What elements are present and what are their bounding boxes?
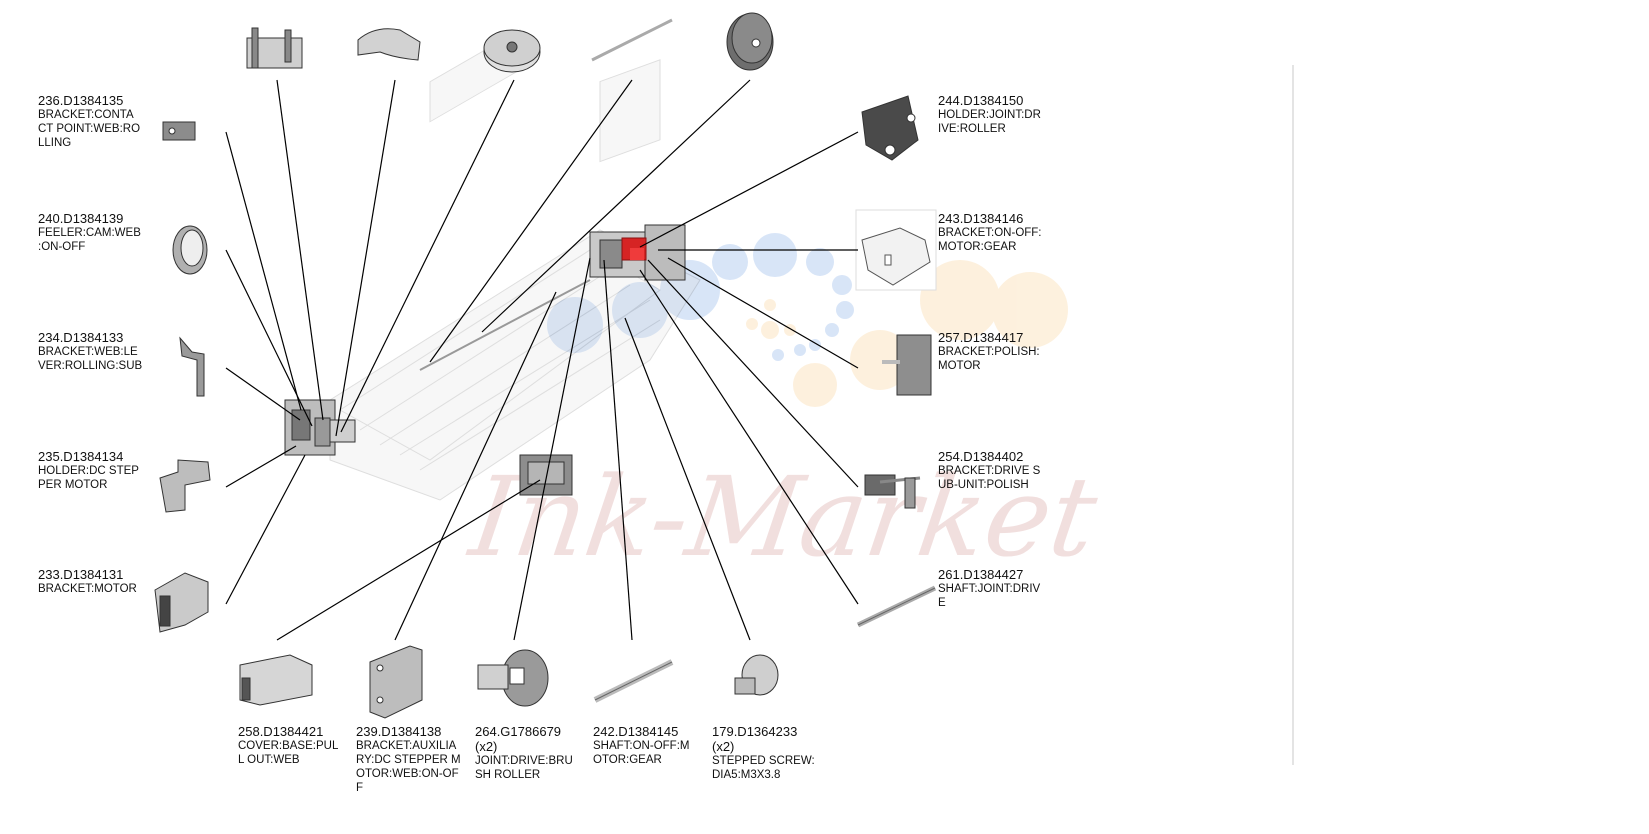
- left-part-icons: [154, 121, 211, 633]
- part-label-244: 244.D1384150 HOLDER:JOINT:DR IVE:ROLLER: [938, 93, 1053, 136]
- part-icon-top-5: [726, 12, 774, 71]
- part-code: 235.D1384134: [38, 449, 124, 464]
- right-part-icons: [855, 95, 937, 628]
- part-code: 179.D1364233: [712, 724, 798, 739]
- part-label-261: 261.D1384427 SHAFT:JOINT:DRIV E: [938, 567, 1053, 610]
- part-icon-243: [855, 209, 937, 291]
- part-description: JOINT:DRIVE:BRU SH ROLLER: [475, 755, 573, 781]
- part-code: 264.G1786679: [475, 724, 562, 739]
- part-icon-top-1: [246, 27, 303, 69]
- part-label-235: 235.D1384134 HOLDER:DC STEP PER MOTOR: [38, 449, 153, 492]
- part-code: 236.D1384135: [38, 93, 124, 108]
- part-icon-234: [179, 336, 205, 397]
- leader-lines: [225, 79, 859, 641]
- part-description: FEELER:CAM:WEB :ON-OFF: [38, 227, 141, 253]
- part-icon-257: [882, 334, 932, 396]
- part-code: 258.D1384421: [238, 724, 324, 739]
- part-label-258: 258.D1384421 COVER:BASE:PUL L OUT:WEB: [238, 724, 348, 767]
- part-icon-179: [734, 654, 779, 696]
- part-icon-254: [864, 474, 921, 509]
- part-description: BRACKET:CONTA CT POINT:WEB:RO LLING: [38, 109, 141, 149]
- part-quantity: (x2): [475, 739, 498, 754]
- part-description: STEPPED SCREW: DIA5:M3X3.8: [712, 755, 815, 781]
- bottom-part-icons: [239, 645, 779, 719]
- top-part-icons: [246, 12, 774, 73]
- watermark-bubbles: [547, 233, 1068, 407]
- part-label-243: 243.D1384146 BRACKET:ON-OFF: MOTOR:GEAR: [938, 211, 1053, 254]
- part-code: 234.D1384133: [38, 330, 124, 345]
- part-code: 233.D1384131: [38, 567, 124, 582]
- part-icon-242: [593, 659, 674, 703]
- part-label-233: 233.D1384131 BRACKET:MOTOR: [38, 567, 153, 596]
- part-description: HOLDER:JOINT:DR IVE:ROLLER: [938, 109, 1041, 135]
- part-label-242: 242.D1384145 SHAFT:ON-OFF:M OTOR:GEAR: [593, 724, 703, 767]
- part-description: BRACKET:AUXILIA RY:DC STEPPER M OTOR:WEB…: [356, 740, 461, 794]
- part-description: SHAFT:ON-OFF:M OTOR:GEAR: [593, 740, 690, 766]
- part-description: SHAFT:JOINT:DRIV E: [938, 583, 1041, 609]
- part-icon-233: [154, 572, 209, 633]
- left-bracket-cluster: [284, 399, 356, 456]
- part-label-264: 264.G1786679 (x2) JOINT:DRIVE:BRU SH ROL…: [475, 724, 585, 782]
- part-description: BRACKET:POLISH: MOTOR: [938, 346, 1040, 372]
- part-icon-top-3: [483, 29, 541, 73]
- part-label-254: 254.D1384402 BRACKET:DRIVE S UB-UNIT:POL…: [938, 449, 1053, 492]
- part-description: BRACKET:DRIVE S UB-UNIT:POLISH: [938, 465, 1041, 491]
- part-icon-239: [369, 645, 423, 719]
- main-assembly-ghost: [329, 28, 701, 501]
- part-label-240: 240.D1384139 FEELER:CAM:WEB :ON-OFF: [38, 211, 153, 254]
- center-fragments: [419, 279, 591, 496]
- part-code: 239.D1384138: [356, 724, 442, 739]
- part-icon-top-4: [591, 18, 673, 62]
- part-description: HOLDER:DC STEP PER MOTOR: [38, 465, 139, 491]
- part-icon-240: [172, 225, 208, 275]
- part-icon-244: [861, 95, 919, 161]
- part-icon-258: [239, 654, 313, 706]
- part-label-234: 234.D1384133 BRACKET:WEB:LE VER:ROLLING:…: [38, 330, 153, 373]
- part-description: BRACKET:MOTOR: [38, 583, 137, 595]
- part-icon-236: [162, 121, 196, 141]
- part-label-179: 179.D1364233 (x2) STEPPED SCREW: DIA5:M3…: [712, 724, 822, 782]
- part-label-257: 257.D1384417 BRACKET:POLISH: MOTOR: [938, 330, 1053, 373]
- part-code: 254.D1384402: [938, 449, 1024, 464]
- part-code: 242.D1384145: [593, 724, 679, 739]
- right-motor-assembly: [589, 224, 686, 281]
- part-description: COVER:BASE:PUL L OUT:WEB: [238, 740, 339, 766]
- part-icon-top-2: [357, 28, 421, 61]
- part-icon-261: [856, 585, 937, 628]
- part-description: BRACKET:WEB:LE VER:ROLLING:SUB: [38, 346, 143, 372]
- part-code: 243.D1384146: [938, 211, 1024, 226]
- part-label-239: 239.D1384138 BRACKET:AUXILIA RY:DC STEPP…: [356, 724, 466, 795]
- part-code: 261.D1384427: [938, 567, 1024, 582]
- part-quantity: (x2): [712, 739, 735, 754]
- part-description: BRACKET:ON-OFF: MOTOR:GEAR: [938, 227, 1042, 253]
- part-icon-235: [159, 459, 211, 513]
- part-code: 257.D1384417: [938, 330, 1024, 345]
- part-label-236: 236.D1384135 BRACKET:CONTA CT POINT:WEB:…: [38, 93, 153, 150]
- part-icon-264: [477, 649, 549, 707]
- part-code: 244.D1384150: [938, 93, 1024, 108]
- part-code: 240.D1384139: [38, 211, 124, 226]
